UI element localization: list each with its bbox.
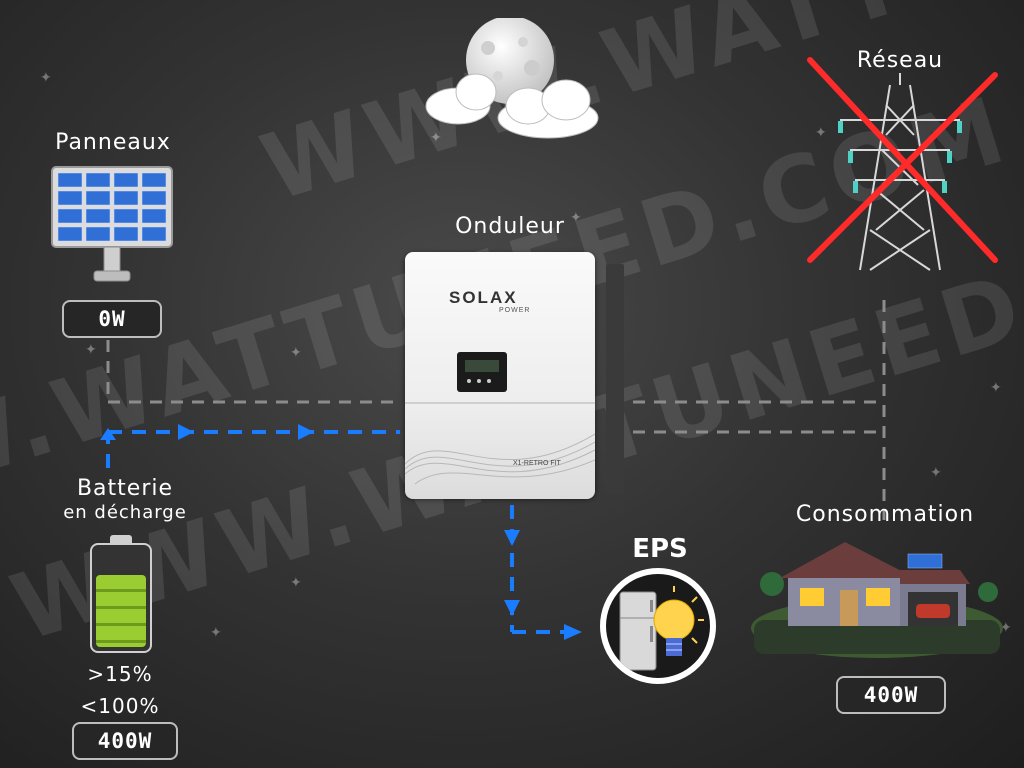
battery-icon [90,535,152,653]
inverter-display [457,352,507,392]
disconnected-cross-icon [807,57,998,263]
battery-sublabel: en décharge [63,502,187,523]
inverter-brand: SOLAX [449,288,518,307]
inverter-icon: SOLAX POWER X1-RETRO FIT [405,252,624,502]
battery-label: Batterie [76,476,174,501]
solar-panel-icon [51,166,173,282]
panels-power-badge: 0W [62,300,162,338]
eps-label: EPS [632,534,688,564]
battery-range-min: >15% [87,662,153,686]
flow-arrows [100,424,582,640]
eps-icon [600,568,716,684]
inverter-model: X1-RETRO FIT [513,460,561,467]
moon-icon [425,18,599,139]
pylon-icon [807,57,998,271]
battery-charge-fill [96,575,146,647]
inverter-label: Onduleur [455,214,565,239]
battery-range-max: <100% [80,694,160,718]
grid-label: Réseau [856,48,944,73]
house-icon [751,542,1003,658]
fridge-icon [619,591,657,671]
battery-power-badge: 400W [72,722,178,760]
inverter-sub-brand: POWER [499,307,531,314]
cloud-icon [425,73,599,139]
consumption-label: Consommation [795,502,975,527]
panels-label: Panneaux [55,130,171,155]
inactive-flows [106,300,886,520]
consumption-power-badge: 400W [836,676,946,714]
bulb-icon [653,586,704,656]
